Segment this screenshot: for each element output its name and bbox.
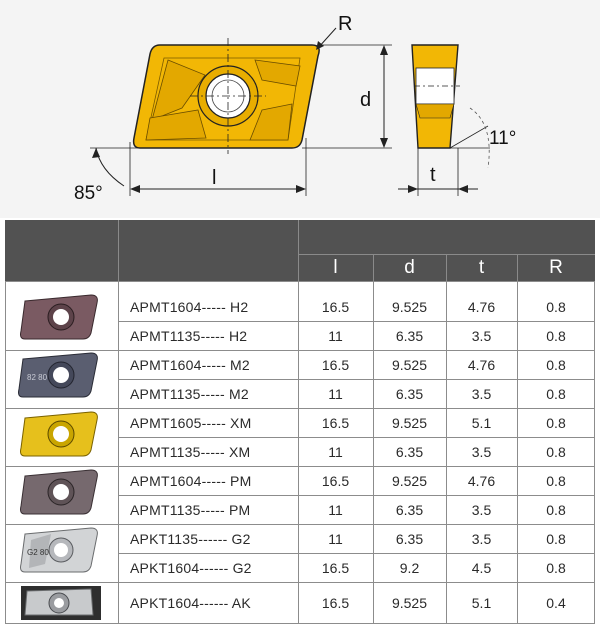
- l-cell: 16.5: [321, 595, 350, 611]
- header-col-R: R: [517, 254, 595, 281]
- model-cell: APKT1604------ G2: [130, 559, 252, 576]
- t-cell: 3.5: [471, 443, 492, 460]
- d-cell: 9.525: [391, 595, 428, 611]
- t-cell: 3.5: [471, 327, 492, 344]
- t-cell: 4.76: [467, 298, 496, 315]
- insert-side-view: [411, 44, 460, 149]
- r-cell: 0.4: [546, 595, 566, 611]
- insert-image-pm: [20, 469, 98, 515]
- r-cell: 0.8: [546, 530, 566, 547]
- d-cell: 6.35: [395, 501, 424, 518]
- dimension-d: [302, 44, 392, 149]
- r-cell: 0.8: [546, 559, 566, 576]
- model-cell: APMT1604----- H2: [130, 298, 249, 315]
- insert-image-m2: 82 80: [18, 352, 98, 398]
- l-cell: 11: [328, 385, 343, 402]
- header-col-l: l: [298, 254, 373, 281]
- model-cell: APMT1135----- H2: [130, 327, 248, 344]
- label-85-degree: 85°: [74, 183, 103, 204]
- dimension-t: [398, 148, 478, 196]
- d-cell: 6.35: [395, 385, 424, 402]
- spec-table: l d t R APMT1604----- H2 16.5 9.525 4.76…: [5, 220, 595, 624]
- l-cell: 16.5: [321, 472, 350, 489]
- label-l: l: [212, 167, 216, 189]
- d-cell: 9.525: [391, 298, 428, 315]
- header-image-column: [5, 220, 118, 281]
- l-cell: 11: [328, 327, 343, 344]
- l-cell: 11: [328, 501, 343, 518]
- model-cell: APMT1604----- M2: [130, 356, 250, 373]
- d-cell: 9.2: [399, 559, 420, 576]
- model-cell: APKT1604------ AK: [130, 595, 251, 611]
- d-cell: 6.35: [395, 327, 424, 344]
- model-cell: APMT1605----- XM: [130, 414, 252, 431]
- t-cell: 3.5: [471, 385, 492, 402]
- r-cell: 0.8: [546, 298, 566, 315]
- header-model-column: [118, 220, 298, 281]
- r-cell: 0.8: [546, 501, 566, 518]
- insert-g2-marking: G2 80: [27, 548, 49, 557]
- radius-leader: [316, 27, 337, 50]
- l-cell: 11: [328, 443, 343, 460]
- t-cell: 4.5: [471, 559, 492, 576]
- insert-images: 82 80 G2 80: [18, 294, 101, 620]
- l-cell: 16.5: [321, 559, 350, 576]
- dimension-l: [129, 138, 307, 196]
- insert-dimension-diagram: R d l t 11° 85°: [0, 0, 600, 218]
- insert-image-ak: [21, 586, 101, 620]
- t-cell: 5.1: [471, 414, 492, 431]
- t-cell: 3.5: [471, 530, 492, 547]
- t-cell: 4.76: [467, 356, 496, 373]
- r-cell: 0.8: [546, 385, 566, 402]
- header-dimension-group: [298, 220, 595, 254]
- r-cell: 0.8: [546, 414, 566, 431]
- insert-image-xm: [20, 411, 98, 457]
- header-col-t: t: [446, 254, 517, 281]
- label-t: t: [430, 164, 436, 186]
- d-cell: 9.525: [391, 356, 428, 373]
- insert-m2-marking: 82 80: [27, 373, 48, 382]
- t-cell: 5.1: [471, 595, 492, 611]
- t-cell: 4.76: [467, 472, 496, 489]
- model-cell: APMT1135----- XM: [130, 443, 251, 460]
- l-cell: 16.5: [321, 414, 350, 431]
- t-cell: 3.5: [471, 501, 492, 518]
- diagram-svg: R d l t 11° 85°: [74, 13, 516, 204]
- d-cell: 9.525: [391, 414, 428, 431]
- l-cell: 16.5: [321, 298, 350, 315]
- d-cell: 9.525: [391, 472, 428, 489]
- model-cell: APMT1135----- PM: [130, 501, 251, 518]
- insert-image-g2: G2 80: [20, 527, 98, 573]
- model-cell: APKT1135------ G2: [130, 530, 251, 547]
- r-cell: 0.8: [546, 472, 566, 489]
- r-cell: 0.8: [546, 443, 566, 460]
- model-cell: APMT1135----- M2: [130, 385, 249, 402]
- label-11-degree: 11°: [489, 128, 516, 149]
- label-R: R: [338, 13, 352, 35]
- l-cell: 16.5: [321, 356, 350, 373]
- header-col-d: d: [373, 254, 446, 281]
- r-cell: 0.8: [546, 356, 566, 373]
- l-cell: 11: [328, 530, 343, 547]
- model-cell: APMT1604----- PM: [130, 472, 252, 489]
- r-cell: 0.8: [546, 327, 566, 344]
- insert-top-view: [132, 38, 320, 154]
- d-cell: 6.35: [395, 443, 424, 460]
- angle-85: [90, 147, 140, 187]
- label-d: d: [360, 89, 371, 111]
- angle-11: [449, 107, 490, 169]
- d-cell: 6.35: [395, 530, 424, 547]
- insert-image-h2: [20, 294, 98, 340]
